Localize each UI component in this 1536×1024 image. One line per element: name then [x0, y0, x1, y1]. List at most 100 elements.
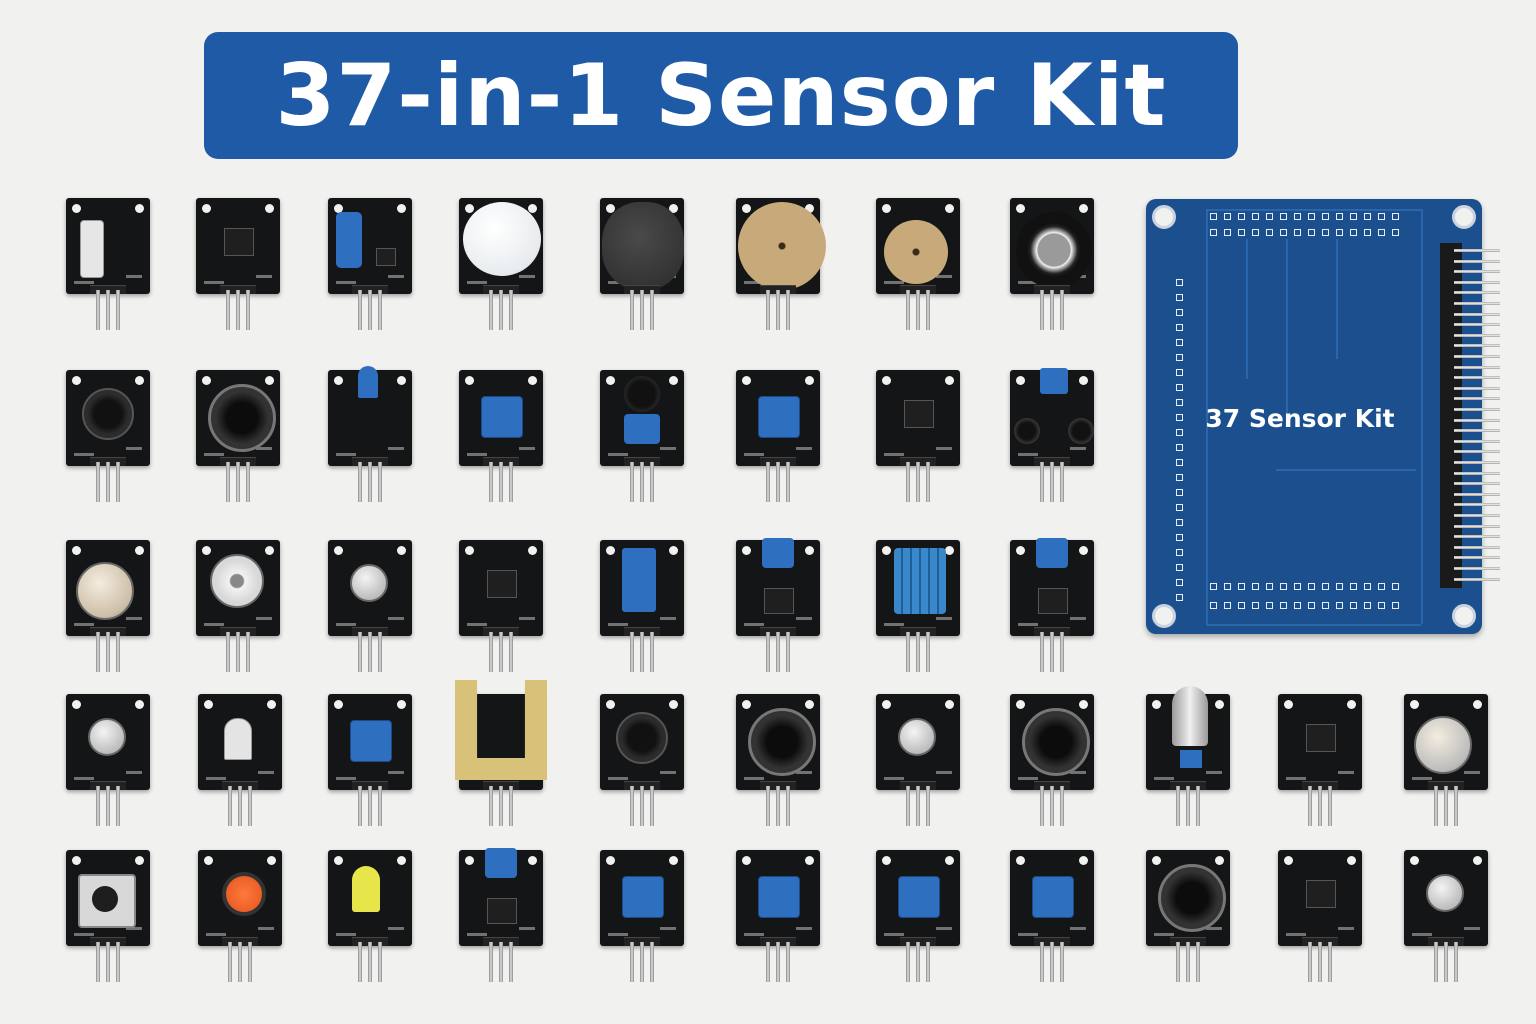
header-pin: [489, 786, 493, 826]
solder-pad: [1322, 229, 1329, 236]
solder-pad: [1336, 583, 1343, 590]
header-pin: [368, 786, 372, 826]
sensor-module-relay-ic: [736, 538, 820, 672]
mount-hole: [204, 856, 213, 865]
header-pin: [1328, 942, 1332, 982]
header-pin: [916, 632, 920, 672]
pcb-trace: [1412, 777, 1432, 780]
mount-hole: [334, 376, 343, 385]
pcb-trace: [884, 933, 904, 936]
ic-chip: [904, 400, 934, 428]
mount-hole: [606, 700, 615, 709]
header-pin: [248, 786, 252, 826]
sensor-module-blue-trim-sm: [328, 694, 412, 826]
sensor-module-mic-sensor-2: [600, 694, 684, 826]
sensor-module-hall-sensor: [196, 198, 280, 330]
pcb-trace: [204, 281, 224, 284]
pin-header-base: [900, 627, 936, 636]
header-pin: [106, 290, 110, 330]
pin-header-base: [1034, 937, 1070, 946]
sensor-module-relay-trim: [459, 370, 543, 502]
solder-pad: [1224, 602, 1231, 609]
mount-hole: [1410, 700, 1419, 709]
mount-hole: [72, 856, 81, 865]
solder-pad: [1176, 474, 1183, 481]
sensor-module-ultrasonic-trim: [600, 370, 684, 502]
pcb-trace: [1286, 239, 1288, 419]
header-pin: [1454, 577, 1500, 581]
module-pcb: [328, 850, 412, 946]
reed-glass: [80, 220, 104, 278]
header-pin: [358, 462, 362, 502]
solder-pad: [1378, 229, 1385, 236]
mount-hole: [1152, 700, 1161, 709]
solder-pad: [1224, 583, 1231, 590]
header-pin: [116, 632, 120, 672]
mount-hole: [1152, 856, 1161, 865]
sensor-module-small-can: [328, 540, 412, 672]
mount-hole: [465, 546, 474, 555]
solder-pad: [1280, 213, 1287, 220]
trimmer: [1036, 538, 1068, 568]
header-pin: [906, 786, 910, 826]
sensor-module-gas-sensor: [1010, 198, 1094, 330]
header-pin: [1060, 632, 1064, 672]
header-pin: [640, 462, 644, 502]
sensor-module-ir-receiver: [1278, 694, 1362, 826]
header-pin: [1454, 942, 1458, 982]
sensor-module-ir-led-blue: [328, 366, 412, 502]
header-pin: [1454, 386, 1500, 390]
pin-header-base: [900, 781, 936, 790]
mount-hole: [805, 376, 814, 385]
buzzer-disc: [738, 202, 826, 290]
header-pin: [1186, 786, 1190, 826]
mount-hole: [267, 700, 276, 709]
pcb-trace: [388, 617, 404, 620]
trimmer: [622, 876, 664, 918]
header-pin: [499, 942, 503, 982]
pcb-trace: [74, 933, 94, 936]
solder-pad: [1266, 602, 1273, 609]
mount-hole: [606, 204, 615, 213]
metal-can: [898, 718, 936, 756]
sensor-module-buzzer-disc: [736, 198, 826, 330]
pcb-trace: [1286, 777, 1306, 780]
mount-hole: [397, 700, 406, 709]
module-pcb: [600, 540, 684, 636]
mount-hole: [528, 376, 537, 385]
pcb-trace: [1464, 927, 1480, 930]
mount-hole: [606, 546, 615, 555]
pin-header-base: [900, 285, 936, 294]
pcb-trace: [1206, 209, 1208, 624]
module-pcb: [328, 540, 412, 636]
module-pcb: [459, 848, 543, 946]
pin-header-base: [900, 937, 936, 946]
mount-hole: [945, 856, 954, 865]
mount-hole: [202, 546, 211, 555]
solder-pad: [1238, 602, 1245, 609]
pin-header-base: [624, 285, 660, 294]
solder-pad: [1176, 324, 1183, 331]
mount-hole: [528, 204, 537, 213]
header-pin: [926, 632, 930, 672]
module-pcb: [455, 680, 547, 790]
header-pin: [1454, 786, 1458, 826]
solder-pad: [1238, 583, 1245, 590]
solder-pad: [1176, 519, 1183, 526]
header-pin: [916, 942, 920, 982]
header-pin: [226, 632, 230, 672]
mount-hole: [945, 700, 954, 709]
microphone: [616, 712, 668, 764]
solder-pad: [1176, 354, 1183, 361]
module-pcb: [196, 540, 280, 636]
pcb-trace: [336, 933, 356, 936]
pcb-trace: [1206, 624, 1421, 626]
sensor-module-yellow-led: [328, 850, 412, 982]
pin-header-base: [483, 937, 519, 946]
mount-hole: [334, 204, 343, 213]
header-pin: [116, 942, 120, 982]
header-pin: [499, 462, 503, 502]
header-pin: [106, 942, 110, 982]
module-pcb: [459, 370, 543, 466]
mount-hole: [742, 204, 751, 213]
